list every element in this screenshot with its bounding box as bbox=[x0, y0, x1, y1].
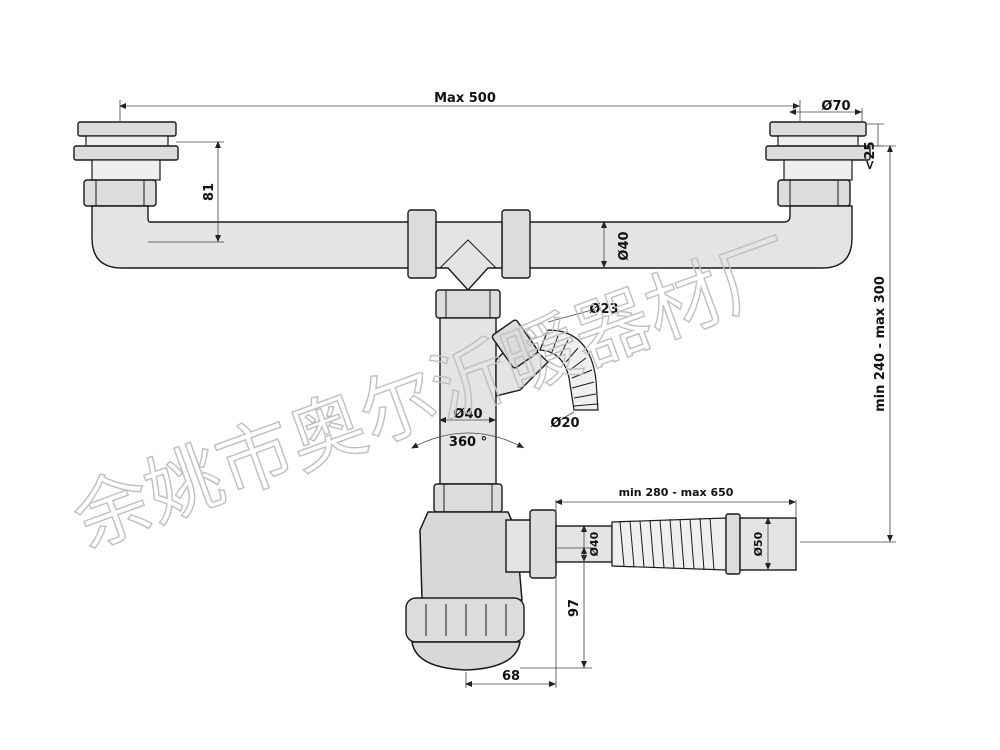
label-overflow-20: Ø20 bbox=[550, 416, 579, 431]
label-max-500: Max 500 bbox=[434, 91, 496, 106]
right-strainer bbox=[765, 121, 871, 207]
label-outlet-dia: Ø70 bbox=[821, 99, 850, 114]
label-hose-dia-50: Ø50 bbox=[752, 531, 765, 556]
label-overflow-23: Ø23 bbox=[589, 302, 618, 317]
horizontal-pipe bbox=[91, 205, 853, 292]
label-hose-range: min 280 - max 650 bbox=[619, 486, 734, 499]
overflow-connector bbox=[491, 319, 599, 411]
vertical-pipe bbox=[433, 289, 503, 513]
label-range-vertical: min 240 - max 300 bbox=[873, 276, 888, 412]
label-pipe-dia-lower: Ø40 bbox=[453, 407, 482, 422]
dimension-lines bbox=[119, 100, 896, 688]
hose-corrugations bbox=[619, 517, 715, 571]
label-pipe-dia-upper: Ø40 bbox=[617, 231, 632, 260]
overflow-hose-ribs bbox=[551, 335, 598, 407]
label-rotation: 360 ° bbox=[449, 435, 487, 450]
left-strainer bbox=[73, 121, 179, 207]
label-rim-height: <25 bbox=[863, 142, 878, 171]
bottle-trap bbox=[405, 511, 533, 671]
label-offset-81: 81 bbox=[202, 183, 217, 201]
dimension-labels: Max 500 Ø70 <25 81 Ø40 min 240 - max 300… bbox=[202, 91, 888, 684]
label-trap-height: 97 bbox=[567, 599, 582, 617]
label-hose-dia-40: Ø40 bbox=[588, 531, 601, 556]
label-trap-width: 68 bbox=[502, 669, 520, 684]
